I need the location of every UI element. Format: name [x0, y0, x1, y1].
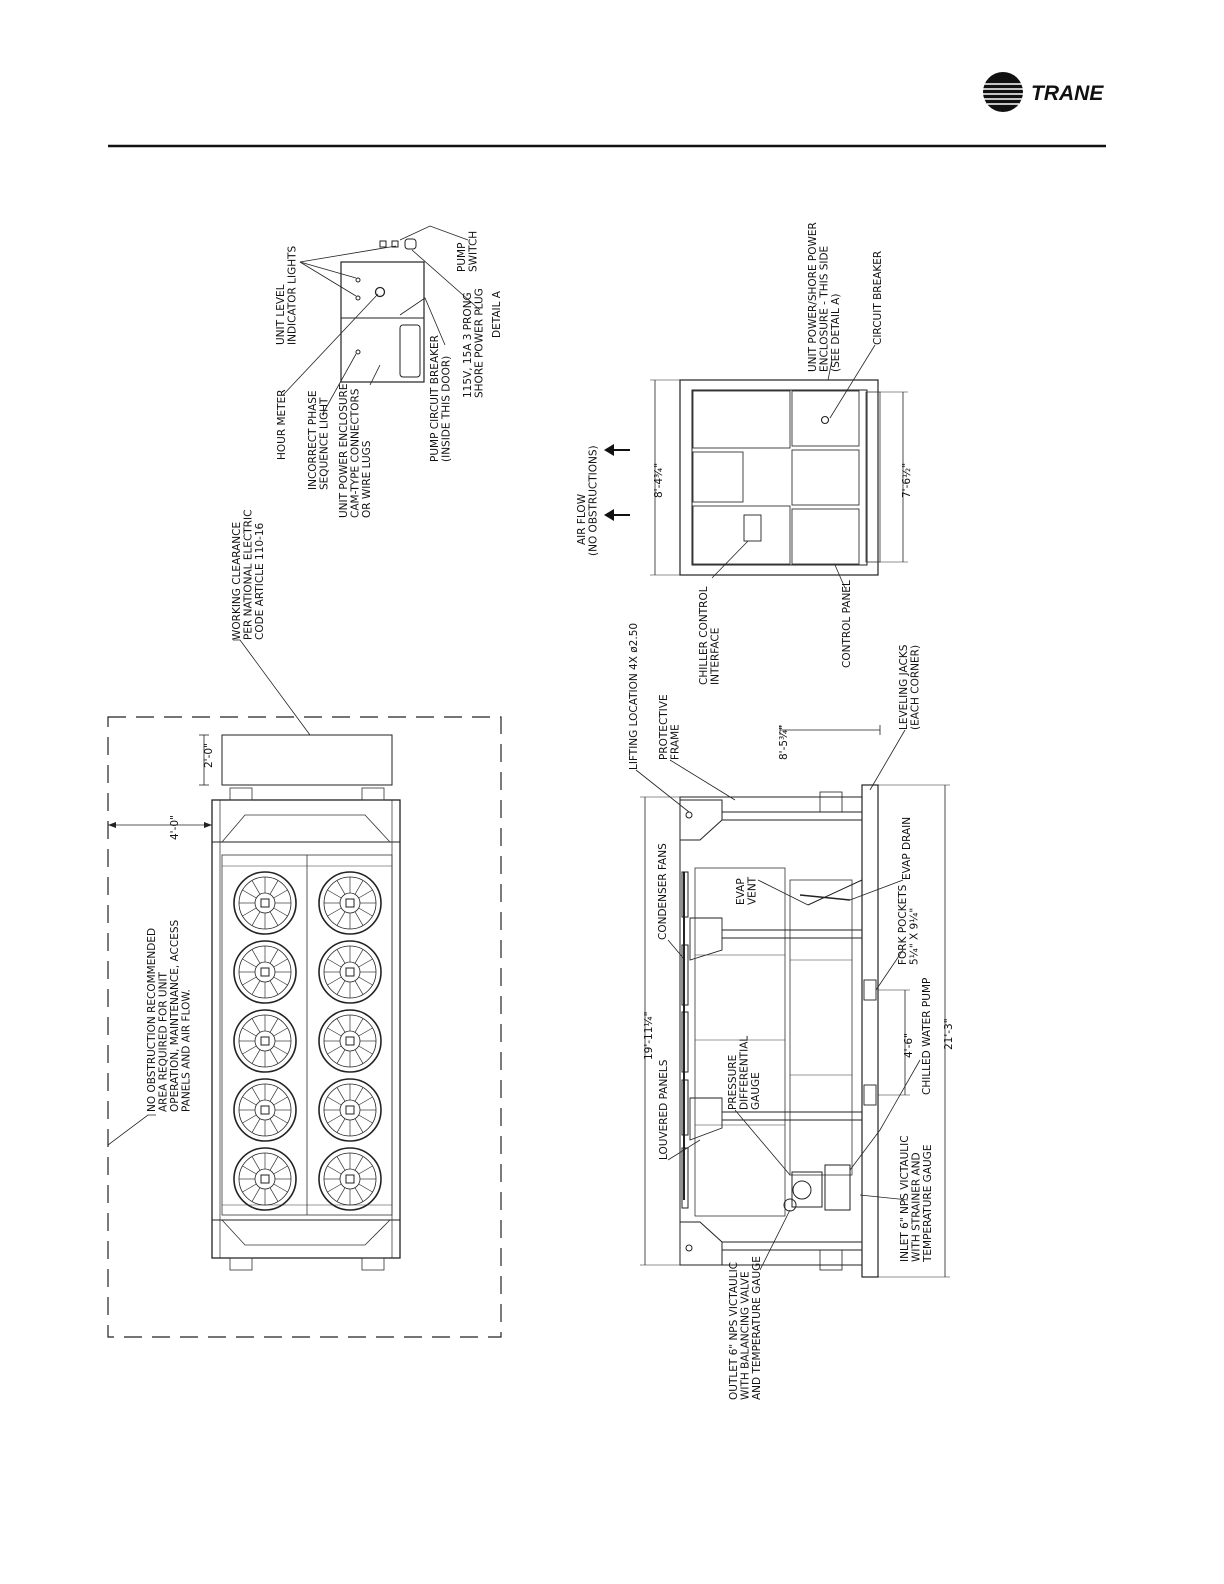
unit-base: [861, 784, 879, 1278]
dim-side-clearance-label: 4'-0": [169, 815, 181, 840]
condenser-fan-icon: [318, 1078, 382, 1142]
condenser-fan-icon: [233, 871, 297, 935]
dim-side-clearance: 4'-0": [108, 815, 212, 840]
condenser-fan-icon: [233, 1009, 297, 1073]
chilled-water-pump: [783, 1164, 851, 1212]
circuit-breaker-label: CIRCUIT BREAKER: [872, 251, 884, 345]
control-panel-label: CONTROL PANEL: [841, 580, 853, 668]
chiller-control-label: CHILLER CONTROL INTERFACE: [698, 583, 722, 685]
dim-top-clearance-label: 2'-0": [203, 743, 215, 768]
working-clearance-label: WORKING CLEARANCE PER NATIONAL ELECTRIC …: [231, 506, 266, 640]
condenser-fan-icon: [233, 940, 297, 1004]
detail-a: UNIT LEVEL INDICATOR LIGHTS PUMP SWITCH …: [275, 225, 503, 518]
evap-drain-label: EVAP DRAIN: [901, 817, 913, 880]
louvered-panels-label: LOUVERED PANELS: [658, 1059, 670, 1160]
protective-frame: [679, 799, 723, 841]
leveling-jacks-label: LEVELING JACKS (EACH CORNER): [898, 641, 922, 730]
fork-dim: 4'-6": [903, 1033, 915, 1058]
fork-pockets-label: FORK POCKETS 5¼" X 9¼": [897, 881, 921, 965]
end-width-dim: 7'-6½": [901, 463, 913, 498]
hour-meter-label: HOUR METER: [276, 389, 288, 460]
air-flow-arrows: [604, 444, 630, 521]
length-dim: 21'-3": [943, 1018, 955, 1050]
indicator-light-icon: [355, 295, 361, 301]
condenser-fan-icon: [318, 1009, 382, 1073]
brand-name: TRANE: [1031, 82, 1104, 105]
hour-meter-icon: [374, 286, 386, 298]
trane-globe-icon: [983, 72, 1023, 112]
condenser-fan-array: [233, 871, 382, 1211]
trane-logo: TRANE: [983, 72, 1104, 112]
condenser-fan-icon: [318, 1147, 382, 1211]
inlet-label: INLET 6" NPS VICTAULIC WITH STRAINER AND…: [899, 1132, 934, 1263]
pump-breaker-label: PUMP CIRCUIT BREAKER (INSIDE THIS DOOR): [429, 332, 453, 462]
detail-a-panel: [340, 261, 425, 383]
fork-pocket: [863, 1084, 877, 1106]
air-flow-label: AIR FLOW (NO OBSTRUCTIONS): [576, 445, 600, 556]
circuit-breaker-icon: [820, 415, 830, 425]
condenser-fan-icon: [318, 871, 382, 935]
unit-level-lights-label: UNIT LEVEL INDICATOR LIGHTS: [275, 245, 299, 345]
end-view: 8'-4¾" 7'-6½" AIR FLOW (NO OBSTRUCTIONS)…: [576, 219, 913, 685]
pump-switch-label: PUMP SWITCH: [456, 231, 480, 272]
unit-outline-top: [211, 799, 401, 1259]
shore-plug-label: 115V, 15A 3 PRONG SHORE POWER PLUG: [462, 288, 486, 398]
chilled-water-pump-label: CHILLED WATER PUMP: [921, 978, 933, 1095]
leveling-jack: [819, 791, 843, 813]
condenser-fans-side: [681, 871, 689, 1209]
chiller-control-interface: [743, 514, 762, 542]
working-clearance-zone: [221, 734, 393, 786]
lifting-point-icon: [685, 811, 693, 819]
phase-light-icon: [355, 349, 361, 355]
evap-vent-label: EVAP VENT: [735, 875, 759, 905]
side-height-dim: 8'-5¾": [778, 725, 790, 760]
shore-plug-icon: [404, 238, 417, 250]
condenser-fans-label: CONDENSER FANS: [657, 843, 669, 940]
louvered-panels: [694, 867, 786, 1217]
indicator-light-icon: [355, 277, 361, 283]
top-view: 2'-0" 4'-0" WORKING CLEARANCE PER NATION…: [107, 506, 502, 1338]
clearance-boundary: [107, 716, 502, 1338]
evaporator: [789, 879, 853, 1176]
lifting-location-label: LIFTING LOCATION 4X ø2.50: [628, 623, 640, 770]
arrow-icon: [604, 444, 614, 456]
pressure-gauge-label: PRESSURE DIFFERENTIAL GAUGE: [727, 1032, 762, 1110]
protective-frame-label: PROTECTIVE FRAME: [658, 691, 682, 760]
pump-switch-icon: [391, 240, 399, 248]
condenser-fan-icon: [233, 1147, 297, 1211]
unit-power-enclosure-label: UNIT POWER ENCLOSURE CAM-TYPE CONNECTORS…: [338, 380, 373, 518]
incorrect-phase-label: INCORRECT PHASE SEQUENCE LIGHT: [307, 387, 331, 490]
dim-top-clearance: 2'-0": [199, 734, 215, 786]
leveling-jack: [819, 1249, 843, 1271]
detail-a-title: DETAIL A: [491, 290, 503, 338]
lifting-point-icon: [685, 1244, 693, 1252]
inner-length-dim: 19'-11¼": [643, 1012, 655, 1060]
end-height-dim: 8'-4¾": [653, 463, 665, 498]
condenser-fan-icon: [233, 1078, 297, 1142]
side-view: 19'-11¼" 8'-5¾" 21'-3" 4'-6" LIFTING LOC…: [628, 623, 955, 1400]
no-obstruction-label: NO OBSTRUCTION RECOMMENDED AREA REQUIRED…: [146, 916, 193, 1112]
outlet-label: OUTLET 6" NPS VICTAULIC WITH BALANCING V…: [728, 1256, 763, 1400]
fork-pocket: [863, 979, 877, 1001]
arrow-icon: [604, 509, 614, 521]
unit-power-shore-label: UNIT POWER/SHORE POWER ENCLOSURE - THIS …: [807, 219, 842, 372]
condenser-fan-icon: [318, 940, 382, 1004]
unit-outline-end: [679, 379, 879, 576]
